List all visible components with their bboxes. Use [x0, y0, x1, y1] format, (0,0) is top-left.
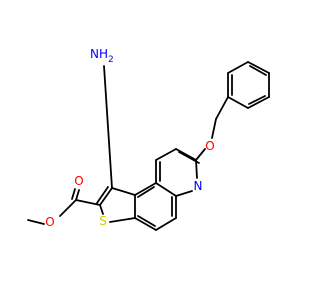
bond	[227, 61, 249, 74]
bond-o	[75, 189, 80, 201]
bond-inner	[249, 65, 267, 76]
bond	[247, 96, 270, 109]
bond-n	[195, 159, 198, 179]
bond	[155, 182, 177, 197]
bond	[111, 187, 136, 196]
bond-s	[99, 204, 104, 215]
bond-inner	[137, 186, 155, 198]
bond	[103, 65, 113, 189]
bond	[27, 219, 45, 225]
structure-diagram: NH2 N O O O S	[27, 47, 270, 231]
bond-s	[109, 217, 136, 223]
bond	[247, 61, 270, 74]
bond-layer	[27, 61, 270, 231]
carbonyl-oxygen-label: O	[74, 174, 83, 188]
bond	[134, 182, 157, 196]
bond	[99, 187, 113, 206]
bond	[134, 217, 157, 231]
bond-o	[59, 199, 77, 217]
bond-o	[71, 188, 76, 200]
bond-o	[211, 118, 217, 139]
sulfur-label: S	[99, 214, 107, 228]
bond-inner	[96, 186, 109, 204]
ether-oxygen-label: O	[205, 139, 214, 153]
bond	[227, 96, 249, 109]
bond-inner	[248, 95, 266, 105]
atom-label-layer: NH2 N O O O S	[45, 47, 214, 229]
bond	[155, 148, 177, 161]
bond-inner	[137, 215, 156, 227]
bond	[175, 148, 197, 161]
ester-oxygen-label: O	[45, 215, 54, 229]
ring-nitrogen-label: N	[194, 179, 203, 193]
bond-o	[195, 148, 206, 161]
amino-label: NH2	[90, 47, 114, 65]
bond	[75, 199, 101, 206]
bond	[155, 217, 177, 231]
bond-n	[175, 190, 193, 197]
bond	[215, 96, 229, 120]
